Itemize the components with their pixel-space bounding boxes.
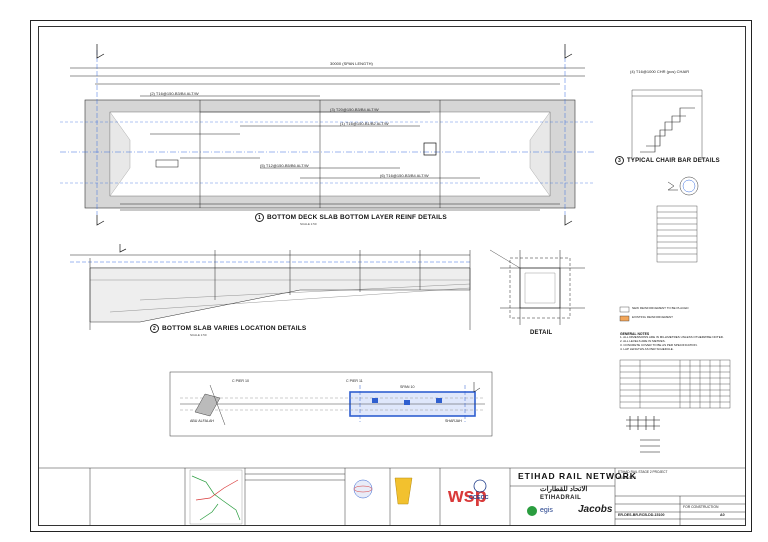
client-name-ar: الاتحاد للقطارات bbox=[540, 486, 588, 493]
drawing-inner-border bbox=[38, 26, 746, 526]
bar-callout-5: (6) T16@150-B3/B4 ALT/W bbox=[380, 173, 429, 178]
key-plan-pier-left: C PIER 10 bbox=[232, 379, 249, 383]
bar-schedule-table bbox=[656, 205, 698, 263]
location-map bbox=[189, 469, 243, 525]
client-sub: ETIHADRAIL bbox=[540, 495, 582, 501]
logo-ccecc: CCECC bbox=[469, 495, 489, 501]
key-plan bbox=[169, 371, 493, 437]
bottom-deck-scale: SCALE 1:50 bbox=[300, 222, 317, 226]
client-name: ETIHAD RAIL NETWORK bbox=[518, 471, 637, 481]
chair-bar-detail bbox=[631, 89, 703, 196]
logo-egis: egis bbox=[540, 507, 553, 514]
key-plan-right: SHARJAH bbox=[445, 419, 462, 423]
varies-scale: SCALE 1:50 bbox=[190, 333, 207, 337]
key-plan-pier-right: C PIER 11 bbox=[346, 379, 363, 383]
key-plan-span: SPAN 10 bbox=[400, 385, 415, 389]
notes-heading: GENERAL NOTES bbox=[620, 332, 650, 336]
varies-title-text: BOTTOM SLAB VARIES LOCATION DETAILS bbox=[162, 325, 307, 332]
bar-callout-1: (2) T16@150-B3/B4 ALT/W bbox=[150, 91, 199, 96]
package-name: PACKAGE B bbox=[618, 476, 637, 480]
note-line: 4. LAP LENGTHS AS PER SCHEDULE. bbox=[620, 346, 674, 351]
revision: A0 bbox=[720, 513, 725, 517]
legend-new: NEW REINFORCEMENT TO BE PLACED bbox=[632, 306, 689, 310]
bar-callout-2: (3) T20@150-B3/B4 ALT/W bbox=[330, 107, 379, 112]
logo-jacobs: Jacobs bbox=[578, 504, 613, 515]
bottom-deck-marker: 1 bbox=[255, 213, 264, 222]
chair-title-text: TYPICAL CHAIR BAR DETAILS bbox=[627, 158, 720, 164]
bottom-deck-plan bbox=[60, 44, 595, 226]
key-plan-left: ABU ALFALAH bbox=[190, 419, 214, 423]
note-line: 3. CONCRETE COVER TO BE AS PER SPECIFICA… bbox=[620, 342, 698, 347]
drawing-sheet-border bbox=[30, 20, 752, 532]
drawing-number: ER-DES-BR-RCB-DD-15100 bbox=[618, 513, 665, 517]
logos: wsp bbox=[353, 477, 537, 516]
chair-callout: (4) T16@1000 CHR (pcs) CHAIR bbox=[630, 69, 690, 74]
general-notes: GENERAL NOTES 1. ALL DIMENSIONS ARE IN M… bbox=[620, 332, 724, 351]
notes-table bbox=[619, 359, 731, 409]
detail-title: DETAIL bbox=[530, 330, 553, 336]
corner-detail bbox=[489, 249, 585, 325]
svg-text:wsp: wsp bbox=[447, 485, 487, 507]
bar-callout-3: (1) T16@150-B1/B2 ALT/W bbox=[340, 121, 389, 126]
varies-location-detail bbox=[70, 244, 471, 330]
note-line: 1. ALL DIMENSIONS ARE IN MILLIMETRES UNL… bbox=[620, 335, 724, 340]
rebar-symbol bbox=[626, 416, 660, 453]
note-line: 2. ALL LEVELS ARE IN METRES. bbox=[620, 339, 666, 343]
bottom-deck-title-text: BOTTOM DECK SLAB BOTTOM LAYER REINF DETA… bbox=[267, 214, 447, 221]
title-block bbox=[38, 467, 746, 526]
chair-marker: 3 bbox=[615, 156, 624, 165]
legend-existing: EXISTING REINFORCEMENT bbox=[632, 315, 674, 319]
drawing-status: FOR CONSTRUCTION bbox=[683, 505, 719, 509]
varies-marker: 2 bbox=[150, 324, 159, 333]
project-name: ETIHAD RAIL STAGE 2 PROJECT bbox=[618, 470, 668, 474]
span-dimension: 30000 (SPAN LENGTH) bbox=[330, 61, 373, 66]
bar-callout-4: (5) T12@150-B5/B6 ALT/W bbox=[260, 163, 309, 168]
